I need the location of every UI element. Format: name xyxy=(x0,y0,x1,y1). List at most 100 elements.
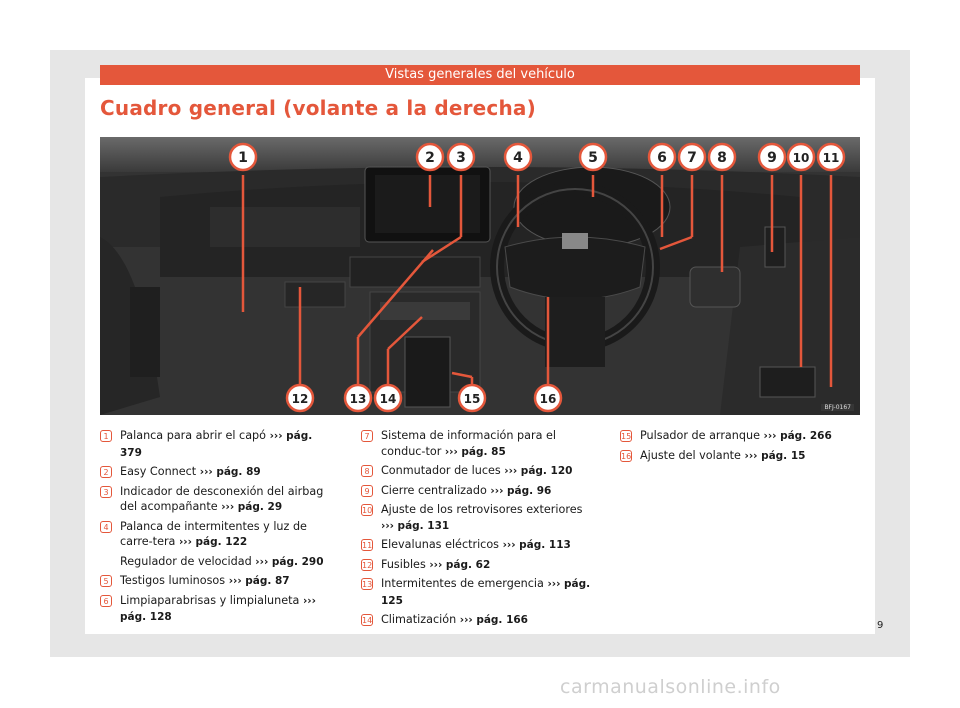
callout-number: 8 xyxy=(717,150,727,166)
page-ref-arrow: ››› xyxy=(302,594,316,607)
legend-column-2: 7 Sistema de información para el conduc-… xyxy=(361,428,596,632)
figure-code: BFJ-0167 xyxy=(821,404,854,411)
callout-marker xyxy=(446,142,476,172)
page-ref-link[interactable]: pág. 131 xyxy=(397,519,450,532)
page-ref-arrow: ››› xyxy=(502,539,516,551)
legend-item-8: 8 Conmutador de luces ››› pág. 120 xyxy=(361,463,596,480)
page-ref-link[interactable]: pág. 290 xyxy=(271,555,324,568)
page-ref-arrow: ››› xyxy=(221,501,235,513)
callout-number: 4 xyxy=(513,150,523,166)
legend-number: 14 xyxy=(361,614,373,626)
callout-marker xyxy=(757,142,787,172)
page-ref-link[interactable]: pág. 128 xyxy=(120,611,172,623)
legend-number: 4 xyxy=(100,520,112,533)
legend-item-15: 15 Pulsador de arranque ››› pág. 266 xyxy=(620,428,855,445)
legend-item-2: 2 Easy Connect ››› pág. 89 xyxy=(100,464,335,481)
callout-marker xyxy=(816,142,846,172)
legend-text: Regulador de velocidad xyxy=(120,554,252,568)
legend-text: Limpiaparabrisas y limpialuneta xyxy=(120,593,300,607)
page-ref-link[interactable]: pág. 15 xyxy=(761,449,806,462)
callout-number: 6 xyxy=(657,150,667,166)
callout-number: 15 xyxy=(464,392,481,406)
page-ref-arrow: ››› xyxy=(490,484,504,497)
page-ref-link[interactable]: pág. 166 xyxy=(476,614,528,626)
legend-text: Indicador de desconexión del airbag del … xyxy=(120,484,324,514)
callout-number: 5 xyxy=(588,150,598,166)
legend-item-4-extra: Regulador de velocidad ››› pág. 290 xyxy=(100,554,335,571)
callout-marker xyxy=(647,142,677,172)
callout-number: 16 xyxy=(540,392,557,406)
legend-number: 12 xyxy=(361,558,373,571)
legend-item-5: 5 Testigos luminosos ››› pág. 87 xyxy=(100,573,335,590)
page-ref-link[interactable]: pág. 379 xyxy=(120,430,313,459)
legend-number: 6 xyxy=(100,594,112,607)
callout-marker xyxy=(343,383,373,413)
legend-column-1: 1 Palanca para abrir el capó ››› pág. 37… xyxy=(100,428,335,629)
page-ref-link[interactable]: pág. 266 xyxy=(780,430,832,442)
page-ref-link[interactable]: pág. 87 xyxy=(245,575,290,587)
legend-item-7: 7 Sistema de información para el conduc-… xyxy=(361,428,596,460)
page-ref-arrow: ››› xyxy=(381,519,394,532)
legend-text: Elevalunas eléctricos xyxy=(381,538,500,551)
page-ref-link[interactable]: pág. 113 xyxy=(519,539,571,551)
page-ref-link[interactable]: pág. 85 xyxy=(461,445,506,458)
callout-lines xyxy=(241,175,833,387)
legend-number: 9 xyxy=(361,484,373,497)
page-ref-arrow: ››› xyxy=(763,430,777,442)
page-ref-link[interactable]: pág. 89 xyxy=(216,466,261,478)
legend-number: 1 xyxy=(100,430,112,442)
legend-text: Palanca de intermitentes y luz de carre-… xyxy=(120,519,307,549)
page-ref-arrow: ››› xyxy=(178,536,192,548)
callout-marker xyxy=(503,142,533,172)
legend-text: Cierre centralizado xyxy=(381,483,487,497)
legend-number: 11 xyxy=(361,539,373,551)
legend-text: Sistema de información para el conduc-to… xyxy=(381,429,557,458)
page-ref-arrow: ››› xyxy=(444,445,458,458)
legend-item-1: 1 Palanca para abrir el capó ››› pág. 37… xyxy=(100,428,335,461)
legend-text: Ajuste de los retrovisores exteriores xyxy=(381,503,583,516)
page-ref-arrow: ››› xyxy=(429,558,443,571)
legend-number: 13 xyxy=(361,578,373,590)
callout-marker xyxy=(457,383,487,413)
page-ref-arrow: ››› xyxy=(255,555,269,568)
legend-text: Easy Connect xyxy=(120,465,197,478)
page-ref-arrow: ››› xyxy=(504,465,518,477)
legend-item-12: 12 Fusibles ››› pág. 62 xyxy=(361,557,596,574)
legend-text: Palanca para abrir el capó xyxy=(120,429,267,442)
callout-number: 11 xyxy=(823,151,840,165)
legend-text: Testigos luminosos xyxy=(120,574,226,587)
legend-number: 10 xyxy=(361,504,373,516)
page-ref-arrow: ››› xyxy=(547,578,561,590)
callout-number: 1 xyxy=(238,150,248,166)
legend-item-14: 14 Climatización ››› pág. 166 xyxy=(361,612,596,629)
page-ref-link[interactable]: pág. 122 xyxy=(195,536,248,548)
callout-marker xyxy=(228,142,258,172)
legend-number: 16 xyxy=(620,449,632,462)
page-number: 9 xyxy=(877,620,884,631)
page-ref-link[interactable]: pág. 62 xyxy=(445,558,491,571)
legend-item-10: 10 Ajuste de los retrovisores exteriores… xyxy=(361,502,596,534)
legend-number: 2 xyxy=(100,466,112,478)
callout-number: 10 xyxy=(793,151,810,165)
callout-marker xyxy=(373,383,403,413)
page-title: Cuadro general (volante a la derecha) xyxy=(100,96,536,120)
callout-marker xyxy=(786,142,816,172)
page-ref-link[interactable]: pág. 120 xyxy=(520,465,573,477)
legend-number: 3 xyxy=(100,485,112,498)
legend-number: 7 xyxy=(361,430,373,442)
callout-marker xyxy=(533,383,563,413)
callout-number: 7 xyxy=(687,150,697,166)
legend-item-9: 9 Cierre centralizado ››› pág. 96 xyxy=(361,483,596,500)
legend-item-3: 3 Indicador de desconexión del airbag de… xyxy=(100,484,335,516)
page-ref-link[interactable]: pág. 29 xyxy=(237,501,283,513)
legend-text: Ajuste del volante xyxy=(640,448,741,462)
watermark: carmanualsonline.info xyxy=(560,676,781,698)
legend-item-16: 16 Ajuste del volante ››› pág. 15 xyxy=(620,448,855,465)
callout-number: 3 xyxy=(456,150,466,166)
legend-number: 8 xyxy=(361,465,373,477)
page-ref-link[interactable]: pág. 96 xyxy=(506,484,552,497)
page-ref-link[interactable]: pág. 125 xyxy=(381,578,591,607)
legend-text: Fusibles xyxy=(381,557,426,571)
